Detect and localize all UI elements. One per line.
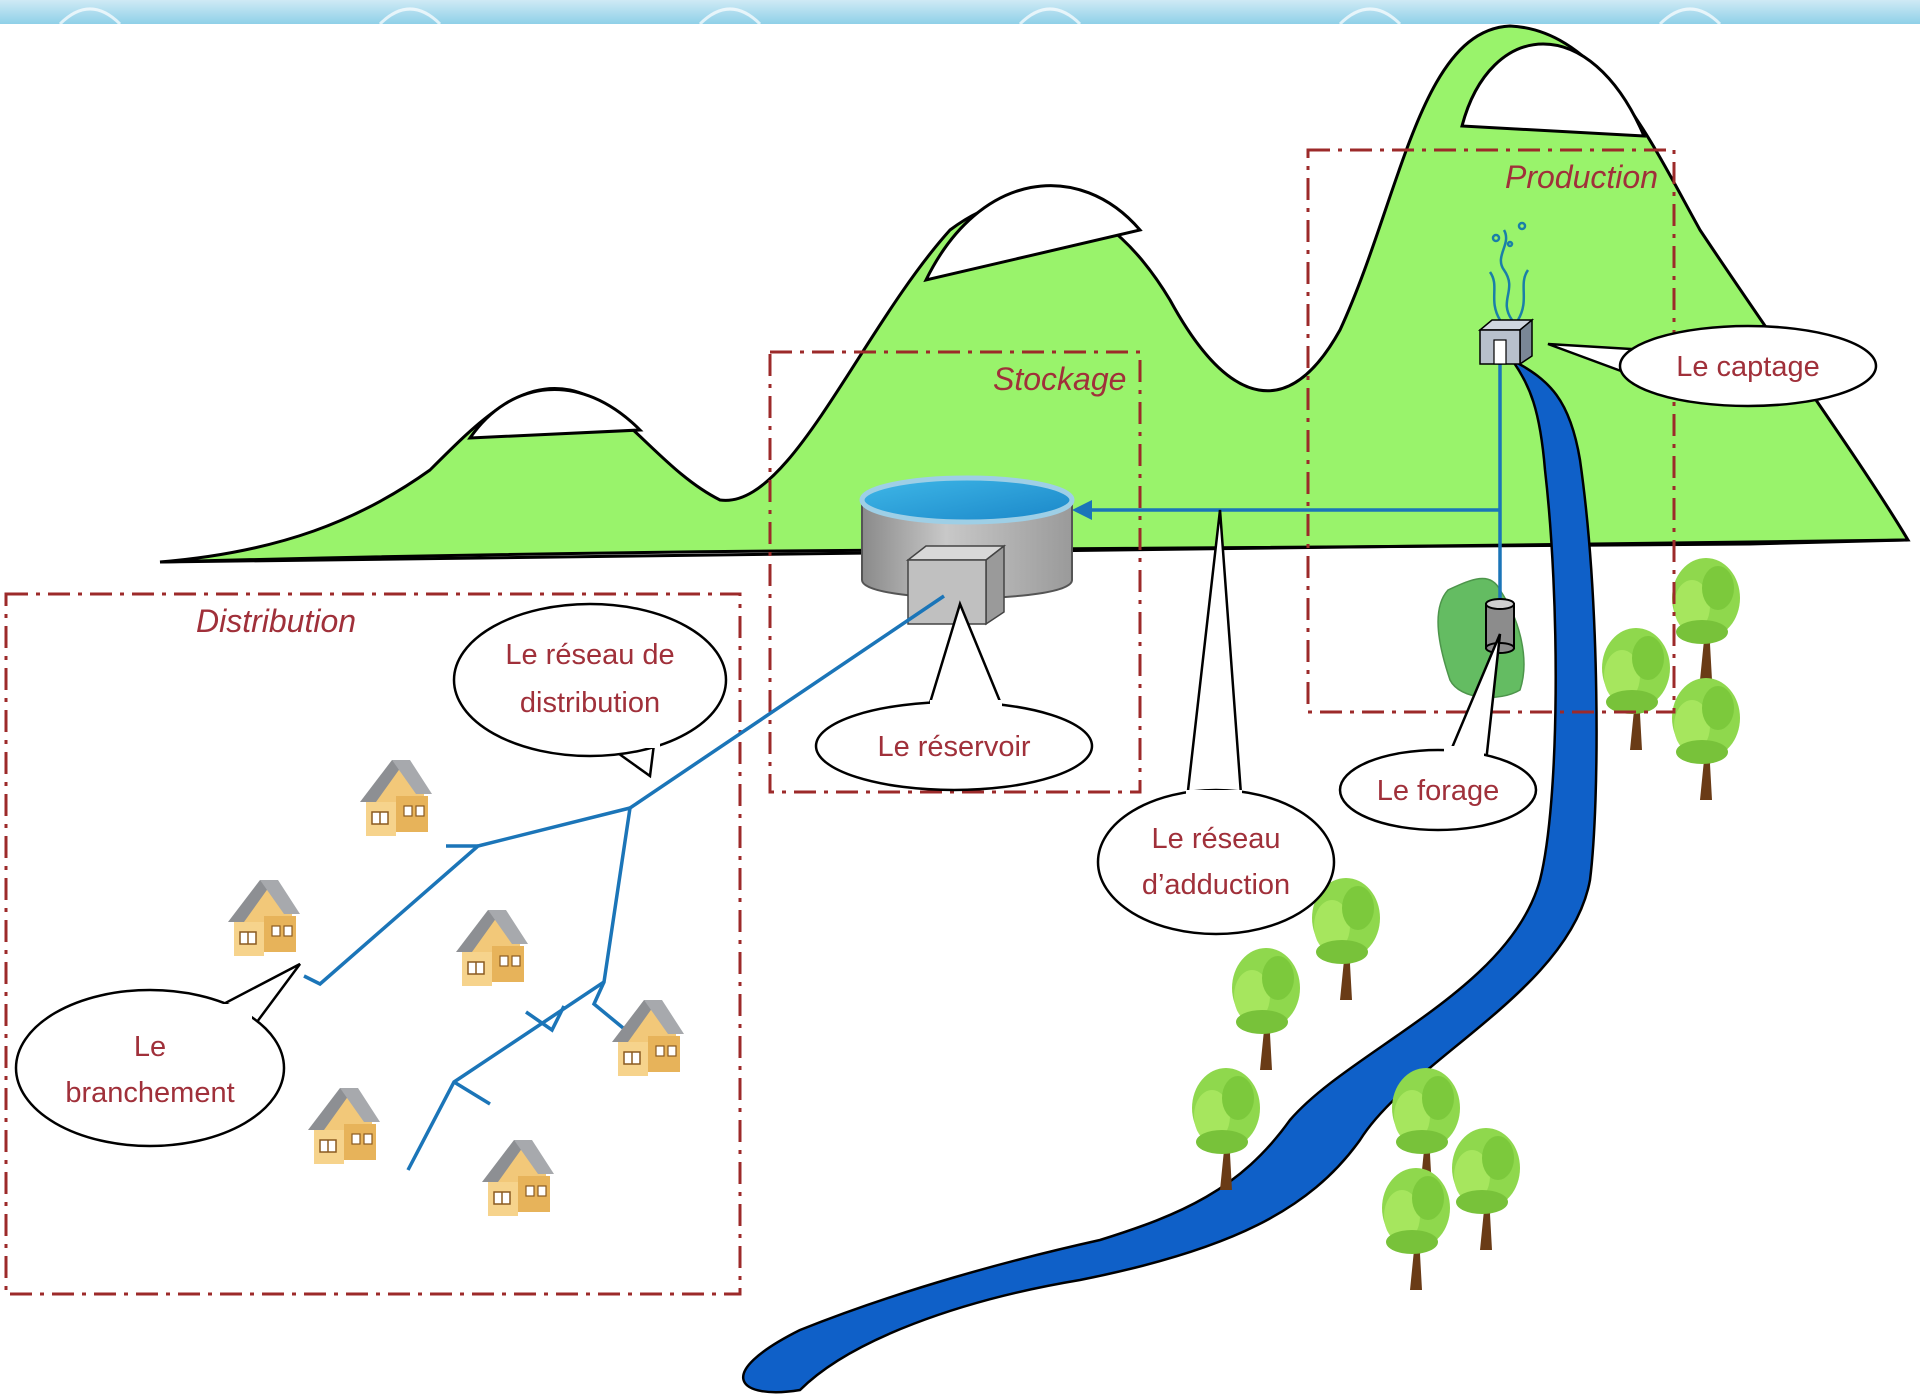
callout-branchement: Le branchement bbox=[14, 962, 302, 1148]
callout-captage: Le captage bbox=[1547, 324, 1878, 408]
tree-icon bbox=[1602, 628, 1670, 750]
decorative-top-band bbox=[0, 0, 1920, 24]
distribution-pipes bbox=[303, 594, 945, 1171]
tree-icon bbox=[1672, 678, 1740, 800]
house-icon bbox=[227, 879, 301, 957]
tank-icon bbox=[859, 475, 1075, 626]
callout-reservoir: Le réservoir bbox=[814, 600, 1094, 792]
house-icon bbox=[359, 759, 433, 837]
river bbox=[742, 358, 1598, 1394]
snow-cap-1 bbox=[467, 388, 644, 440]
zone-label-production: Production bbox=[1505, 159, 1658, 195]
tree-icon bbox=[1382, 1168, 1450, 1290]
tree-icon bbox=[1452, 1128, 1520, 1250]
callout-reseau-distribution-line1: Le réseau de bbox=[505, 639, 674, 671]
tree-icon bbox=[1672, 558, 1740, 680]
snow-cap-3 bbox=[1460, 42, 1647, 138]
callout-adduction: Le réseau d’adduction bbox=[1096, 509, 1336, 936]
adduction-arrow bbox=[1072, 500, 1092, 520]
house-icon bbox=[307, 1087, 381, 1165]
zone-stockage-box bbox=[768, 350, 1142, 794]
callout-captage-label: Le captage bbox=[1676, 351, 1820, 383]
callout-adduction-line2: d’adduction bbox=[1142, 869, 1290, 901]
tree-icon bbox=[1312, 878, 1380, 1000]
callout-branchement-line1: Le bbox=[134, 1031, 166, 1063]
zone-distribution-box bbox=[4, 592, 742, 1296]
house-icon bbox=[481, 1139, 555, 1217]
callout-adduction-line1: Le réseau bbox=[1152, 823, 1281, 855]
callout-branchement-line2: branchement bbox=[65, 1077, 234, 1109]
callout-forage-label: Le forage bbox=[1377, 775, 1500, 807]
callout-reseau-distribution-line2: distribution bbox=[520, 687, 660, 719]
captage-hut-icon bbox=[1477, 318, 1535, 366]
callout-reservoir-label: Le réservoir bbox=[877, 731, 1030, 763]
fountain-icon bbox=[1488, 221, 1530, 321]
houses bbox=[227, 759, 685, 1217]
house-icon bbox=[611, 999, 685, 1077]
house-icon bbox=[455, 909, 529, 987]
zone-label-stockage: Stockage bbox=[993, 361, 1126, 397]
callout-forage: Le forage bbox=[1338, 633, 1538, 832]
snow-cap-2 bbox=[923, 184, 1143, 283]
tree-icon bbox=[1232, 948, 1300, 1070]
band-pattern bbox=[58, 7, 1722, 26]
callout-reseau-distribution: Le réseau de distribution bbox=[452, 602, 728, 779]
zone-label-distribution: Distribution bbox=[196, 603, 356, 639]
